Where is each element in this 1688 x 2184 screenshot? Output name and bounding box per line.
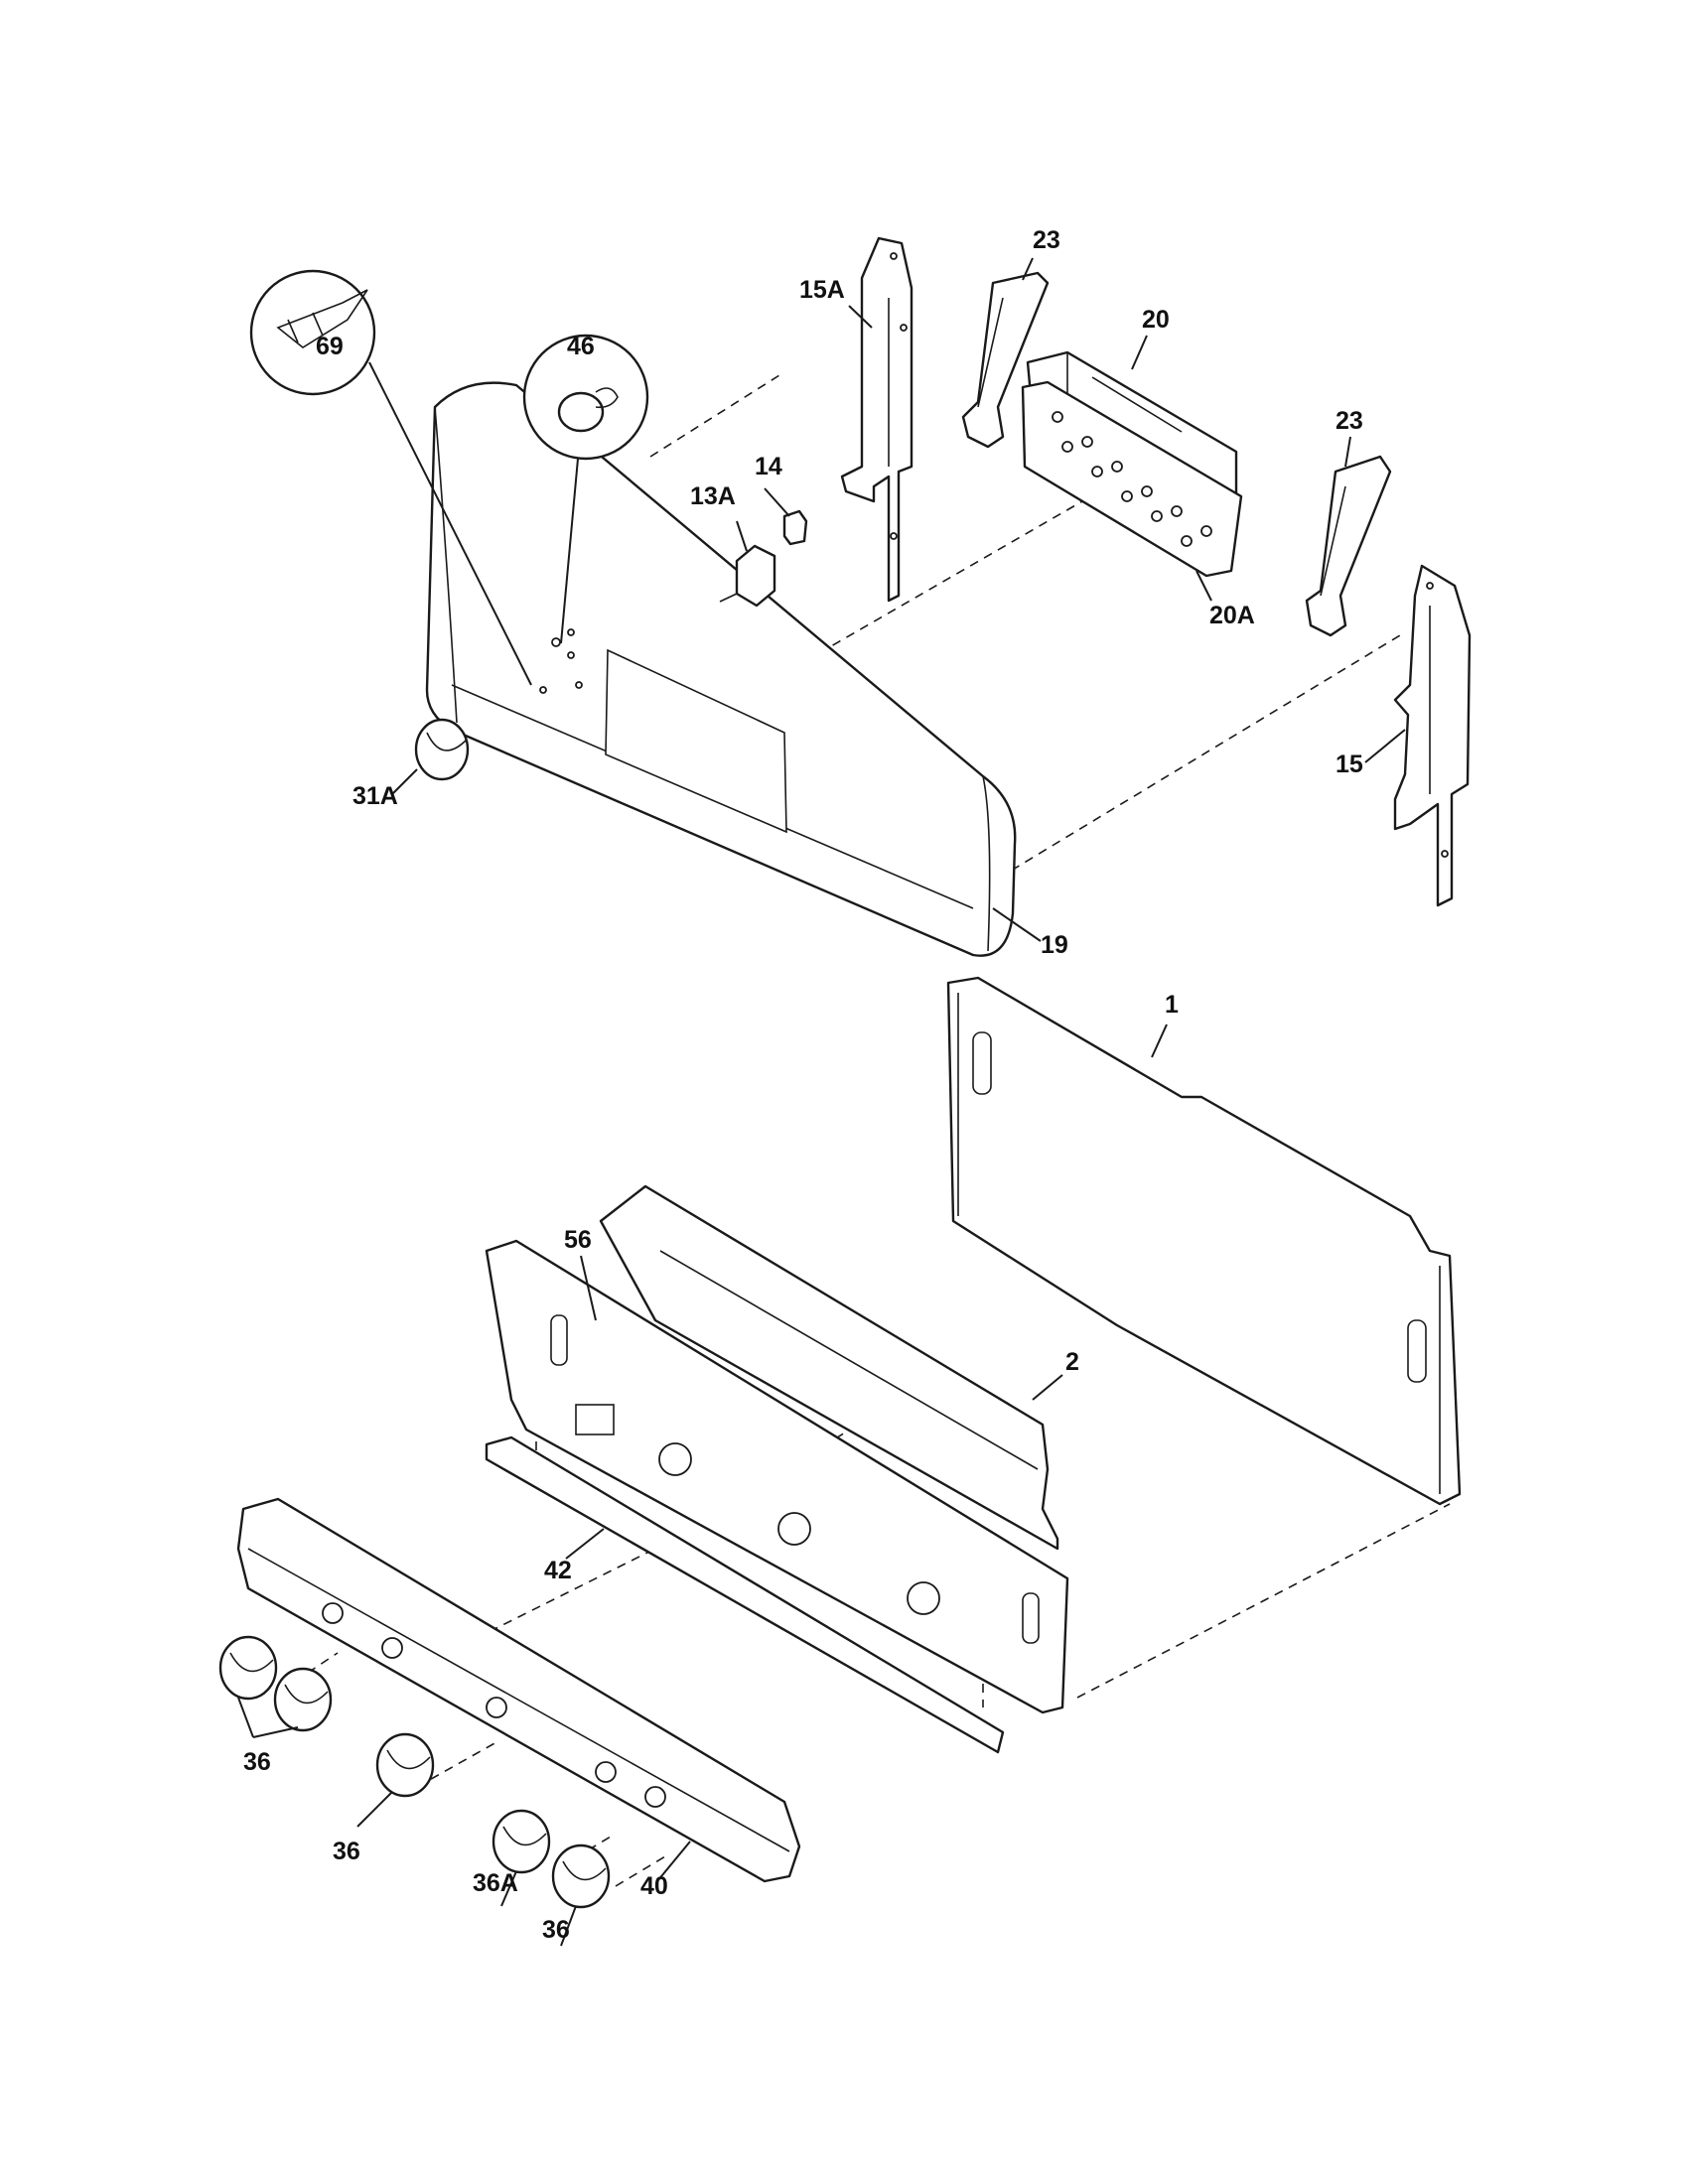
label-56: 56 — [564, 1226, 592, 1254]
label-36-a: 36 — [243, 1748, 271, 1776]
detail-callout-46 — [522, 334, 649, 644]
label-31A: 31A — [352, 782, 398, 810]
label-23-upper: 23 — [1033, 226, 1060, 254]
side-bracket-15A — [840, 236, 914, 603]
burner-knob-36-1 — [218, 1635, 278, 1701]
lower-panel-56 — [485, 1239, 1069, 1714]
wire-clip-23-upper — [961, 271, 1050, 449]
heat-shield-2 — [599, 1184, 1059, 1551]
label-36-b: 36 — [333, 1838, 360, 1865]
label-14: 14 — [755, 453, 782, 480]
callout-labels: 46 69 31A 13A 14 15A 23 20 20A 23 15 19 … — [243, 226, 1363, 1944]
label-36-c: 36 — [542, 1916, 570, 1944]
leader-lines — [237, 257, 1406, 1947]
label-42: 42 — [544, 1557, 572, 1584]
detail-callout-69 — [249, 269, 532, 686]
label-40: 40 — [640, 1872, 668, 1900]
label-15: 15 — [1336, 751, 1363, 778]
label-13A: 13A — [690, 482, 736, 510]
label-20: 20 — [1142, 306, 1170, 334]
manifold-panel-40 — [236, 1497, 801, 1883]
switch-13A — [719, 544, 776, 608]
burner-knob-36-3 — [375, 1732, 435, 1798]
label-46: 46 — [567, 333, 595, 360]
burner-knob-36-4 — [551, 1843, 611, 1909]
wire-clip-23-lower — [1305, 455, 1392, 637]
side-bracket-15 — [1393, 564, 1472, 907]
label-15A: 15A — [799, 276, 845, 304]
trim-strip-42 — [485, 1435, 1005, 1754]
label-2: 2 — [1065, 1348, 1079, 1376]
lamp-14 — [782, 509, 808, 546]
console-panel-19 — [425, 381, 1017, 957]
burner-knob-36-2 — [273, 1667, 333, 1732]
label-23-lower: 23 — [1336, 407, 1363, 435]
knob-31A — [414, 718, 470, 781]
clock-overlay-20A — [1021, 380, 1243, 578]
burner-knob-36A — [492, 1809, 551, 1874]
rear-panel-1 — [946, 976, 1462, 1506]
label-1: 1 — [1165, 991, 1179, 1019]
label-19: 19 — [1041, 931, 1068, 959]
label-20A: 20A — [1209, 602, 1255, 629]
label-69: 69 — [316, 333, 344, 360]
label-36A: 36A — [473, 1869, 518, 1897]
